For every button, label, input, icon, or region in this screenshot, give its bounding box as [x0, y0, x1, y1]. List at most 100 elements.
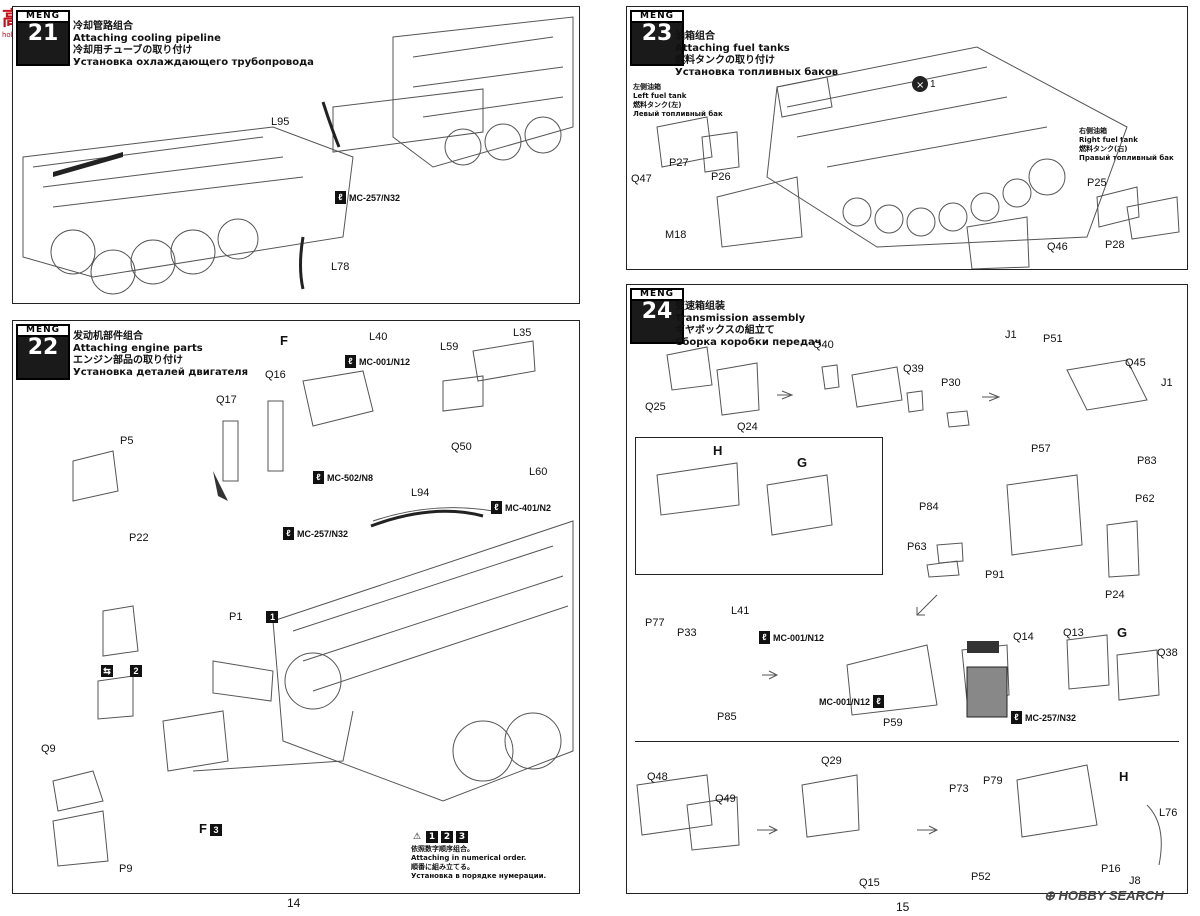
part-label: P73: [949, 783, 969, 795]
step-number: 22: [27, 335, 59, 360]
part-label: P9: [119, 863, 133, 875]
brand-label: MENG: [632, 12, 682, 23]
part-label: P85: [717, 711, 737, 723]
title-en: Attaching cooling pipeline: [73, 33, 221, 44]
brand-label: MENG: [18, 12, 68, 23]
title-ru: Сборка коробки передач: [675, 337, 822, 348]
part-label: P28: [1105, 239, 1125, 251]
seq-number: 1: [266, 611, 279, 623]
watermark-text: HOBBY SEARCH: [1058, 888, 1164, 903]
divider: [635, 741, 1179, 742]
page-number-right: 15: [896, 900, 910, 914]
part-label: Q49: [715, 793, 736, 805]
part-label: Q40: [813, 339, 834, 351]
brand-label: MENG: [18, 326, 68, 337]
part-label: P62: [1135, 493, 1155, 505]
tank-ja: 燃料タンク(左): [633, 101, 682, 109]
tank-ja: 燃料タンク(右): [1079, 145, 1128, 153]
step-number-24: MENG 24: [630, 288, 684, 344]
step-21-title: 冷却管路组合 Attaching cooling pipeline 冷却用チュー…: [73, 21, 314, 69]
title-en: Attaching fuel tanks: [675, 43, 790, 54]
fuel-tank-drawing: ×: [656, 46, 1180, 269]
part-label: P5: [120, 435, 134, 447]
tank-ru: Правый топливный бак: [1079, 154, 1174, 162]
part-label: P25: [1087, 177, 1107, 189]
part-label: L78: [331, 261, 350, 273]
part-label: Q15: [859, 877, 880, 889]
title-zh: 发动机部件组合: [73, 331, 143, 342]
tank-en: Left fuel tank: [633, 92, 687, 100]
sub-box-hg: [635, 437, 883, 575]
part-label: H: [1119, 769, 1129, 784]
part-label: P24: [1105, 589, 1125, 601]
part-label: L94: [411, 487, 430, 499]
brand-label: MENG: [632, 290, 682, 301]
step-number-23: MENG 23: [630, 10, 684, 66]
watermark-icon: ⊕: [1044, 888, 1059, 903]
left-tank-label: 左侧油箱 Left fuel tank 燃料タンク(左) Левый топли…: [633, 83, 723, 119]
title-en: Transmission assembly: [675, 313, 806, 324]
paint-code: MC-001/N12: [819, 696, 871, 707]
part-label: P84: [919, 501, 939, 513]
step-22-title: 发动机部件组合 Attaching engine parts エンジン部品の取り…: [73, 331, 248, 379]
part-label: F: [280, 333, 288, 348]
seq-number: 3: [209, 824, 222, 836]
part-label: Q48: [647, 771, 668, 783]
step-21-panel: MENG 21 冷却管路组合 Attaching cooling pipelin…: [12, 6, 580, 304]
paint-icon: ℓ: [491, 501, 502, 514]
part-label: P27: [669, 157, 689, 169]
title-en: Attaching engine parts: [73, 343, 203, 354]
title-ja: ギヤボックスの組立て: [675, 325, 775, 336]
title-ja: 冷却用チューブの取り付け: [73, 45, 193, 56]
title-zh: 变速箱组装: [675, 301, 725, 312]
note-en: Attaching in numerical order.: [411, 854, 527, 862]
part-text: F: [199, 821, 207, 836]
part-label: Q50: [451, 441, 472, 453]
paint-icon: ℓ: [873, 695, 885, 708]
part-label: M18: [665, 229, 687, 241]
step-number-21: MENG 21: [16, 10, 70, 66]
part-label: P22: [129, 532, 149, 544]
swap-icon: ⇆: [101, 665, 113, 677]
part-label: L35: [513, 327, 532, 339]
paint-code: MC-257/N32: [1025, 712, 1077, 723]
part-label: L41: [731, 605, 750, 617]
part-label: P16: [1101, 863, 1121, 875]
hobby-search-watermark: ⊕ HOBBY SEARCH: [1044, 888, 1164, 904]
title-zh: 油箱组合: [675, 31, 715, 42]
part-label: P57: [1031, 443, 1051, 455]
title-ja: 燃料タンクの取り付け: [675, 55, 775, 66]
part-label: J1: [1161, 377, 1173, 389]
part-label: Q17: [216, 394, 237, 406]
part-label: P59: [883, 717, 903, 729]
page-number-left: 14: [287, 896, 301, 910]
step-22-panel: MENG 22 发动机部件组合 Attaching engine parts エ…: [12, 320, 580, 894]
part-label: Q47: [631, 173, 652, 185]
tank-zh: 右侧油箱: [1079, 127, 1107, 135]
part-label: P26: [711, 171, 731, 183]
part-label: Q16: [265, 369, 286, 381]
paint-code: MC-001/N12: [359, 356, 411, 367]
part-label: P33: [677, 627, 697, 639]
part-label: Q14: [1013, 631, 1034, 643]
tank-hull-drawing: [22, 16, 574, 295]
part-label: J8: [1129, 875, 1141, 887]
title-zh: 冷却管路组合: [73, 21, 133, 32]
tank-en: Right fuel tank: [1079, 136, 1138, 144]
remove-count: 1: [930, 79, 936, 90]
paint-code: MC-502/N8: [327, 472, 374, 483]
paint-code: MC-001/N12: [773, 632, 825, 643]
seq-number: 1: [426, 831, 438, 843]
engine-parts-drawing: [52, 340, 574, 867]
step-24-title: 变速箱组装 Transmission assembly ギヤボックスの組立て С…: [675, 301, 822, 349]
part-label: P79: [983, 775, 1003, 787]
paint-icon: ℓ: [345, 355, 356, 368]
warning-icon: ⚠: [411, 831, 423, 843]
